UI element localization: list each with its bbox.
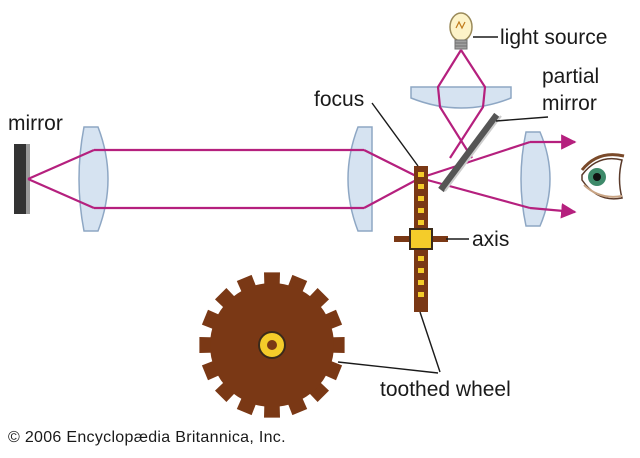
toothed-wheel-label: toothed wheel [380, 378, 511, 401]
mirror-label: mirror [8, 112, 63, 135]
light-bulb-icon [449, 12, 473, 50]
eye-icon [580, 153, 625, 200]
light-source-label: light source [500, 26, 607, 49]
toothed-wheel [199, 272, 345, 418]
leader-lines [337, 36, 549, 374]
eyepiece-lens [520, 131, 551, 227]
copyright-credit: © 2006 Encyclopædia Britannica, Inc. [8, 429, 286, 446]
condenser-lens [410, 86, 512, 109]
partial-mirror-plate [438, 112, 500, 193]
focus-label: focus [314, 88, 364, 111]
middle-lens [347, 126, 373, 232]
light-ray-paths [27, 49, 577, 219]
left-lens [78, 126, 109, 232]
partial-mirror-label-line2: mirror [542, 92, 597, 115]
axis-label: axis [472, 228, 509, 251]
partial-mirror-label-line1: partial [542, 65, 599, 88]
end-mirror [14, 144, 28, 214]
